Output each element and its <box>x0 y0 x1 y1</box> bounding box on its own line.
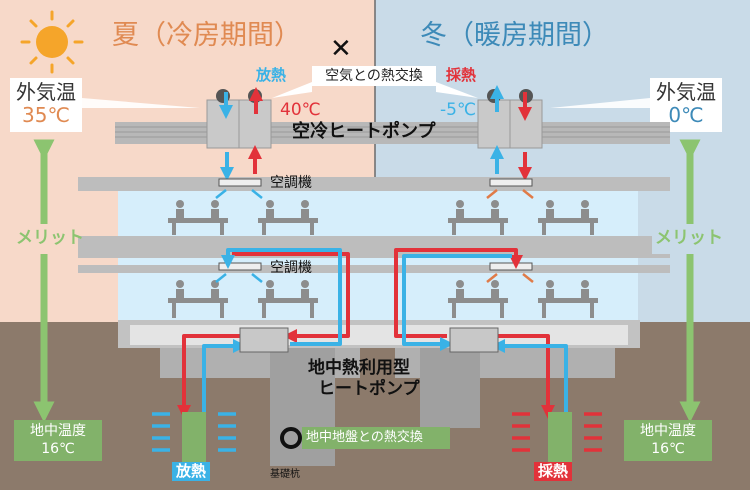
summer-outside-pointer <box>82 98 200 108</box>
winter-geothermal-loop <box>394 248 568 419</box>
winter-collect-bottom-label: 採熱 <box>534 462 573 481</box>
winter-ground-temp-box: 地中温度 16℃ <box>624 420 712 461</box>
winter-outside-pointer <box>550 98 650 108</box>
summer-geothermal-loop <box>177 248 350 419</box>
geo-heat-pump-label-line1: 地中熱利用型 <box>308 358 410 378</box>
air-heat-pump-label: 空冷ヒートポンプ <box>292 121 436 142</box>
summer-merit-label: メリット <box>16 228 84 248</box>
summer-geothermal-heat-pump <box>239 327 289 353</box>
summer-cool-air-marks <box>215 189 263 283</box>
winter-merit-label: メリット <box>655 228 723 248</box>
winter-ground-temp: 16℃ <box>651 440 685 457</box>
summer-ground-temp: 16℃ <box>41 440 75 457</box>
summer-ground-temp-box: 地中温度 16℃ <box>14 420 102 461</box>
winter-warm-air-marks <box>486 189 534 283</box>
winter-heat-collect-marks <box>512 412 602 452</box>
summer-unit-temp: 40℃ <box>280 100 321 120</box>
winter-unit-temp: -5℃ <box>440 100 477 120</box>
summer-heat-release-marks <box>152 412 236 452</box>
summer-ac-unit-lower <box>218 262 262 271</box>
winter-outside-label: 外気温 <box>656 80 716 104</box>
winter-ground-label: 地中温度 <box>640 423 696 439</box>
summer-merit-bg <box>14 224 74 254</box>
sun-icon <box>20 10 84 74</box>
winter-merit-bg <box>652 224 730 254</box>
ac-unit-label-1: 空調機 <box>270 175 312 191</box>
summer-outside-box <box>10 78 82 132</box>
ground <box>0 322 750 490</box>
ground-exchange-ring-icon <box>280 427 302 449</box>
summer-title: 夏（冷房期間） <box>112 20 301 51</box>
ac-unit-label-2: 空調機 <box>270 260 312 276</box>
air-exchange-label: 空気との熱交換 <box>312 66 436 87</box>
air-exchange-pointer-right <box>436 82 478 98</box>
summer-outside-label: 外気温 <box>16 80 76 104</box>
winter-title: 冬（暖房期間） <box>420 20 609 51</box>
office-furniture <box>168 200 598 318</box>
cross-mark-icon: ✕ <box>330 34 352 64</box>
summer-release-bottom-label: 放熱 <box>172 462 211 481</box>
winter-ground-pipe <box>548 412 572 464</box>
summer-ac-unit-upper <box>218 178 262 187</box>
ground-exchange-bg <box>302 427 450 449</box>
winter-ac-unit-lower <box>489 262 533 271</box>
geo-heat-pump-label-line2: ヒートポンプ <box>318 379 420 399</box>
foundation-pile-label: 基礎杭 <box>270 469 300 480</box>
winter-outside-temp: 0℃ <box>668 103 704 127</box>
summer-ground-pipe <box>182 412 206 464</box>
summer-release-top-label: 放熱 <box>256 66 287 84</box>
air-exchange-pointer-left <box>272 82 312 98</box>
winter-geothermal-heat-pump <box>449 327 499 353</box>
summer-ground-label: 地中温度 <box>30 423 86 439</box>
ground-exchange-label: 地中地盤との熱交換 <box>306 430 423 445</box>
summer-outside-temp: 35℃ <box>22 103 70 127</box>
winter-ac-unit-upper <box>489 178 533 187</box>
winter-collect-top-label: 採熱 <box>446 66 477 84</box>
